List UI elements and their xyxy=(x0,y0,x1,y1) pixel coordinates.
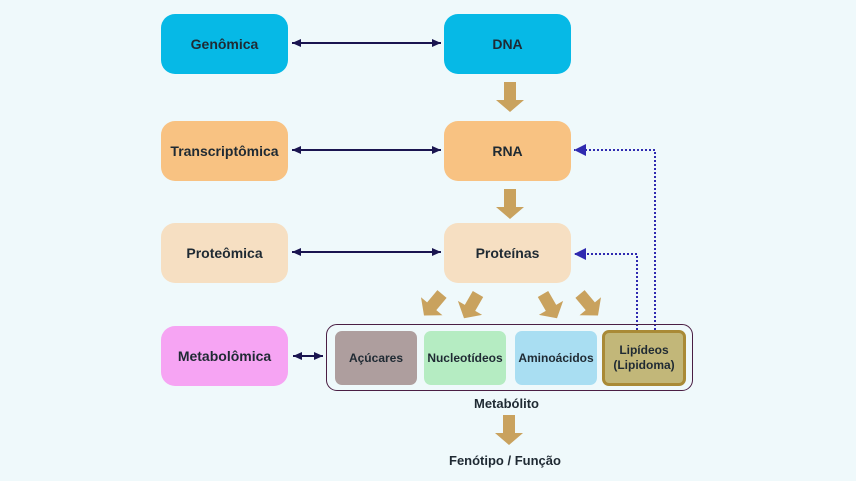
proteins-to-lipids-arrow xyxy=(575,290,602,316)
metabolite-group-label: Metabólito xyxy=(474,396,539,411)
proteins-to-sugars-arrow xyxy=(420,290,447,316)
rna-to-proteins-flow-arrow xyxy=(496,189,524,219)
sugars-label: Açúcares xyxy=(348,351,404,365)
dna-to-rna-flow-arrow xyxy=(496,82,524,112)
lipids-box: Lipídeos (Lipidoma) xyxy=(602,330,686,386)
rna-label: RNA xyxy=(492,143,523,159)
proteomics-box: Proteômica xyxy=(161,223,288,283)
dna-box: DNA xyxy=(444,14,571,74)
nucleotides-label: Nucleotídeos xyxy=(427,351,503,365)
rna-box: RNA xyxy=(444,121,571,181)
metabolomics-box: Metabolômica xyxy=(161,326,288,386)
genomics-label: Genômica xyxy=(190,36,259,52)
lipids-to-proteins-feedback-arrow xyxy=(574,248,638,330)
lipids-to-rna-feedback-arrow xyxy=(574,144,656,330)
lipids-label: Lipídeos (Lipidoma) xyxy=(613,343,675,372)
metabolite-group xyxy=(326,324,693,391)
metabolomics-label: Metabolômica xyxy=(177,348,272,364)
sugars-box: Açúcares xyxy=(335,331,417,385)
proteomics-label: Proteômica xyxy=(186,245,263,261)
transcriptomics-label: Transcriptômica xyxy=(170,143,279,159)
dna-label: DNA xyxy=(492,36,523,52)
amino-acids-label: Aminoácidos xyxy=(518,351,594,365)
nucleotides-box: Nucleotídeos xyxy=(424,331,506,385)
proteins-to-nucleotides-arrow xyxy=(457,291,484,319)
phenotype-function-label: Fenótipo / Função xyxy=(449,453,561,468)
amino-acids-box: Aminoácidos xyxy=(515,331,597,385)
proteins-box: Proteínas xyxy=(444,223,571,283)
proteins-to-amino-acids-arrow xyxy=(537,291,564,319)
transcriptomics-box: Transcriptômica xyxy=(161,121,288,181)
proteins-label: Proteínas xyxy=(475,245,540,261)
metabolite-to-phenotype-flow-arrow xyxy=(495,415,523,445)
genomics-box: Genômica xyxy=(161,14,288,74)
